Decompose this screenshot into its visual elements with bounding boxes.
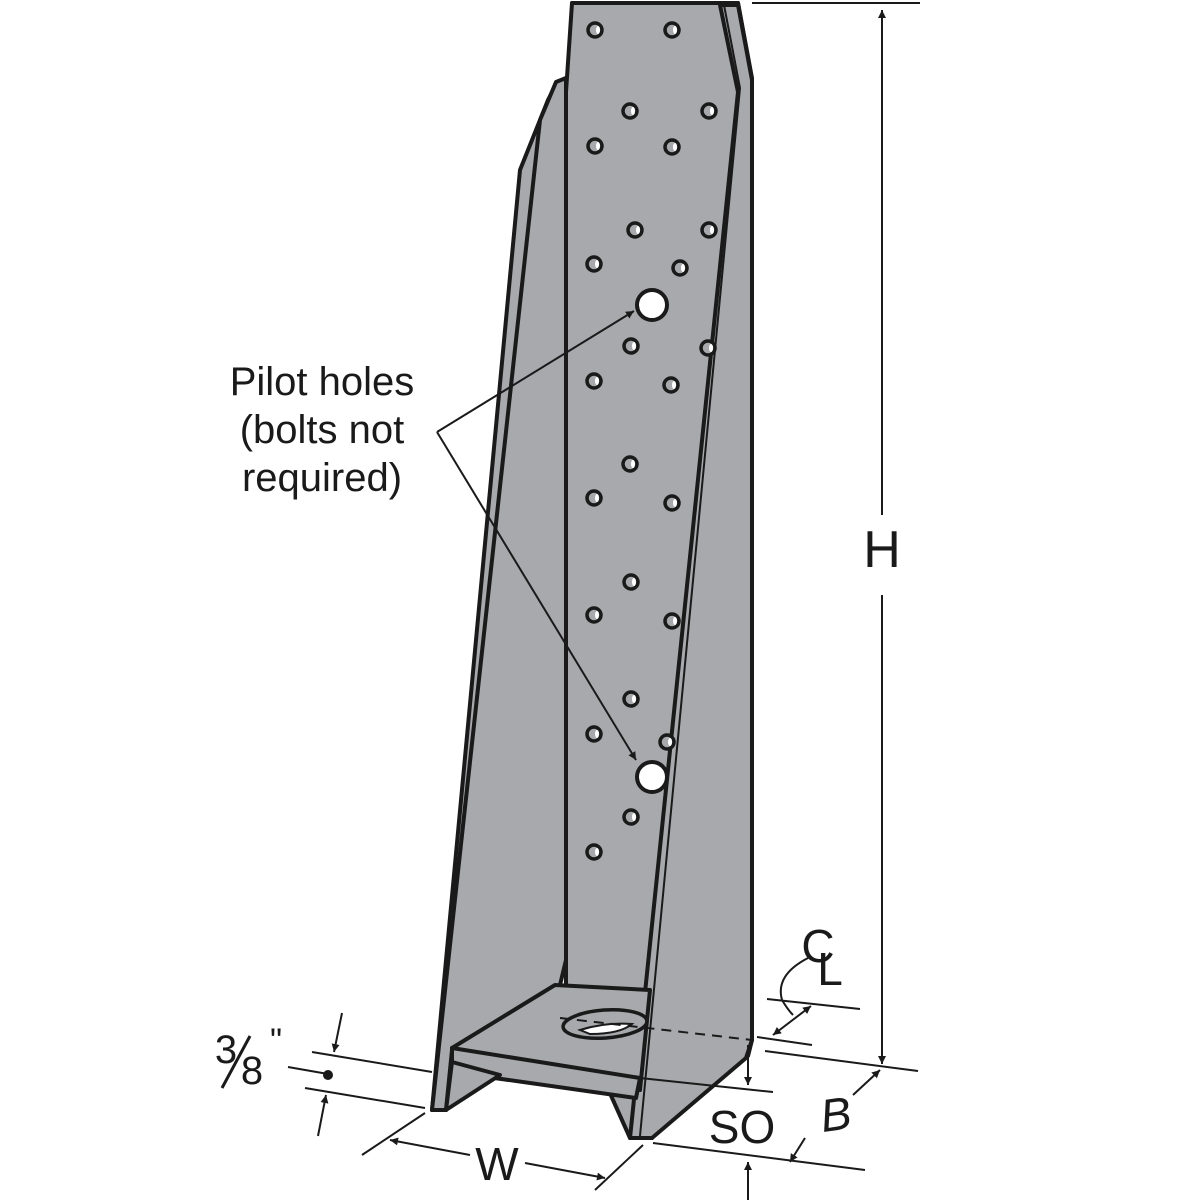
hole-icon	[671, 259, 689, 277]
hole-icon	[658, 733, 676, 751]
hole-icon	[663, 138, 681, 156]
height-label: H	[863, 521, 901, 579]
hole-icon	[622, 808, 640, 826]
callout-line-3: required)	[242, 456, 402, 500]
bracket	[430, 1, 754, 1140]
callout-arrow-upper	[436, 310, 635, 433]
centerline-c: C	[801, 920, 834, 972]
hole-icon	[585, 255, 603, 273]
thickness-leader	[287, 1066, 329, 1075]
thickness-extension-bottom	[304, 1087, 426, 1109]
hole-icon	[585, 372, 603, 390]
fastener-holes	[585, 21, 718, 861]
hole-icon	[585, 606, 603, 624]
callout-line-2: (bolts not	[240, 408, 405, 452]
hole-icon	[621, 102, 639, 120]
thickness-denominator: 8	[241, 1049, 263, 1093]
so-label: SO	[709, 1101, 775, 1153]
base-extension-top	[764, 1050, 919, 1072]
pilot-hole-upper	[635, 288, 669, 322]
hole-icon	[700, 102, 718, 120]
hole-icon	[622, 573, 640, 591]
thickness-numerator: 3	[215, 1028, 237, 1072]
right-flange-edge	[639, 4, 742, 1137]
callout-line-1: Pilot holes	[230, 360, 415, 404]
width-extension-left	[361, 1112, 426, 1156]
thickness-fraction-bar	[220, 1035, 252, 1089]
hole-icon	[663, 612, 681, 630]
anchor-slot-highlight	[577, 1022, 635, 1036]
thickness-extension-top	[311, 1051, 433, 1073]
thickness-unit: "	[270, 1022, 282, 1060]
base-label: B	[817, 1086, 855, 1142]
centerline-back-extension	[756, 1036, 813, 1046]
hole-icon	[622, 690, 640, 708]
hole-icon	[699, 339, 717, 357]
callout-arrow-lower	[436, 431, 637, 761]
pilot-holes-callout: Pilot holes (bolts not required)	[230, 310, 637, 761]
centerline-dimension: C L	[756, 920, 861, 1046]
hole-icon	[700, 221, 718, 239]
width-label: W	[475, 1138, 519, 1190]
width-extension-right	[594, 1144, 644, 1191]
width-arrow-right	[524, 1162, 606, 1181]
left-foot	[430, 1060, 502, 1112]
left-flange-face	[430, 76, 568, 1112]
so-extension-top	[639, 1077, 774, 1093]
so-extension-bottom	[652, 1142, 866, 1171]
hole-icon	[662, 376, 680, 394]
centerline-dashed	[559, 1017, 753, 1041]
hole-icon	[585, 725, 603, 743]
hole-icon	[585, 489, 603, 507]
hole-icon	[586, 21, 604, 39]
thickness-arrow-top	[331, 1012, 343, 1053]
hole-icon	[621, 455, 639, 473]
width-arrow-left	[389, 1137, 471, 1156]
hole-icon	[663, 21, 681, 39]
hole-icon	[663, 494, 681, 512]
plate-thickness-dimension: 3 8 "	[215, 1012, 433, 1137]
hole-icon	[622, 337, 640, 355]
hole-icon	[586, 137, 604, 155]
hole-icon	[585, 843, 603, 861]
base-arrow-top	[852, 1069, 881, 1096]
width-dimension: W	[361, 1112, 644, 1191]
pilot-hole-lower	[635, 760, 669, 794]
hole-icon	[626, 221, 644, 239]
base-arrow-bottom	[789, 1137, 806, 1163]
thickness-arrow-bottom	[317, 1094, 329, 1137]
centerline-extension	[766, 998, 861, 1010]
centerline-arrow	[772, 1005, 812, 1036]
centerline-l: L	[817, 943, 843, 995]
thickness-dot	[323, 1070, 333, 1080]
base-dimension: B	[764, 1050, 919, 1163]
height-dimension: H	[752, 2, 920, 1064]
seat-offset-dimension: SO	[639, 1045, 866, 1200]
